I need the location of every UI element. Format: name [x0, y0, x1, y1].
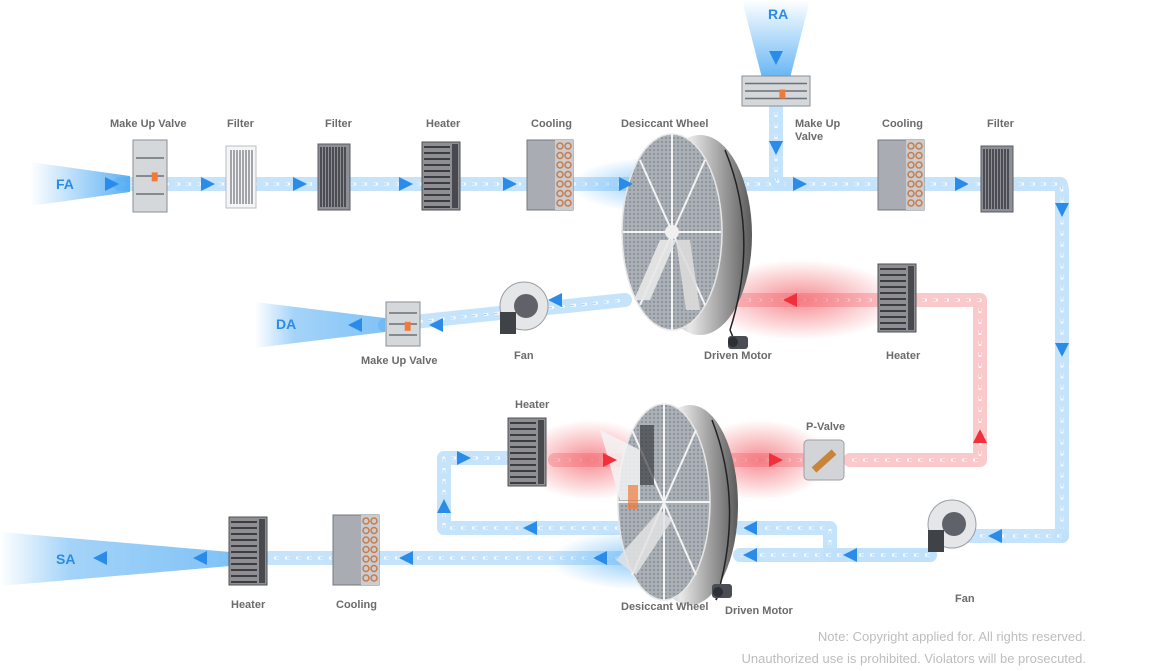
label-desiccant-wheel-top: Desiccant Wheel [621, 118, 709, 130]
sa-outlet-plume [0, 532, 230, 586]
cooling-icon-right [877, 139, 925, 211]
label-make-up-valve-da: Make Up Valve [361, 355, 438, 367]
heater-icon-middle [877, 263, 917, 333]
pipe-ra-drop [769, 83, 793, 191]
flow-arrow-right-icon [399, 177, 413, 191]
flow-arrow-right-icon [457, 451, 471, 465]
cooling-icon-top [526, 139, 574, 211]
flow-arrow-right-icon [793, 177, 807, 191]
flow-arrow-left-icon [193, 551, 207, 565]
hot-glow-upper [700, 260, 900, 340]
flow-arrow-left-icon [399, 551, 413, 565]
label-make-up-valve-top: Make Up Valve [110, 118, 187, 130]
flow-arrow-right-hot-icon [603, 453, 617, 467]
label-p-valve: P-Valve [806, 421, 846, 433]
label-cooling-right: Cooling [882, 118, 923, 130]
heater-icon-top [421, 141, 461, 211]
flow-arrow-left-icon [93, 551, 107, 565]
label-fan-middle: Fan [514, 350, 534, 362]
label-heater-middle: Heater [886, 350, 921, 362]
label-filter-2: Filter [325, 118, 352, 130]
make-up-valve-fa [132, 139, 168, 213]
label-driven-motor-top: Driven Motor [704, 350, 772, 362]
label-heater-top: Heater [426, 118, 461, 130]
driven-motor-top [728, 329, 748, 349]
fa-label: FA [56, 176, 74, 192]
flow-arrow-right-icon [503, 177, 517, 191]
flow-arrow-down-icon [1055, 343, 1069, 357]
label-cooling-top: Cooling [531, 118, 572, 130]
p-valve-icon [803, 439, 845, 481]
flow-arrow-left-icon [429, 318, 443, 332]
flow-arrow-up-icon [437, 499, 451, 513]
cooling-icon-bottom [332, 514, 380, 586]
heater-icon-bottom [228, 516, 268, 586]
flow-arrow-left-icon [593, 551, 607, 565]
flow-arrow-left-hot-icon [783, 293, 797, 307]
flow-arrow-right-hot-icon [769, 453, 783, 467]
flow-arrow-left-icon [743, 521, 757, 535]
label-fan-bottom: Fan [955, 593, 975, 605]
label-driven-motor-bottom: Driven Motor [725, 605, 793, 617]
flow-arrow-right-icon [955, 177, 969, 191]
make-up-valve-ra [741, 75, 811, 107]
flow-arrow-left-icon [348, 318, 362, 332]
desiccant-wheel-top [621, 133, 752, 335]
flow-arrow-down-icon [769, 51, 783, 65]
label-desiccant-wheel-bottom: Desiccant Wheel [621, 601, 709, 613]
label-make-up-valve-ra: Make Up Valve [795, 118, 841, 143]
flow-arrow-down-icon [769, 141, 783, 155]
flow-arrow-left-icon [843, 548, 857, 562]
label-heater-bottom: Heater [231, 599, 266, 611]
ra-label: RA [768, 6, 789, 22]
flow-arrow-left-icon [523, 521, 537, 535]
label-filter-right: Filter [987, 118, 1014, 130]
pipe-process-right [693, 177, 1069, 543]
label-filter-1: Filter [227, 118, 254, 130]
da-label: DA [276, 316, 297, 332]
copyright-note-line1: Note: Copyright applied for. All rights … [817, 629, 1086, 644]
sa-label: SA [56, 551, 76, 567]
fan-icon-middle [499, 281, 549, 334]
flow-arrow-right-icon [619, 177, 633, 191]
fan-icon-bottom [927, 499, 977, 552]
label-cooling-bottom: Cooling [336, 599, 377, 611]
flow-arrow-right-icon [201, 177, 215, 191]
heater-icon-regen [507, 417, 547, 487]
label-heater-regen: Heater [515, 399, 550, 411]
flow-arrow-left-icon [988, 529, 1002, 543]
filter-dark-icon [317, 143, 351, 211]
da-outlet-plume [255, 302, 385, 348]
driven-motor-bottom [712, 584, 732, 601]
filter-icon-right [980, 145, 1014, 213]
desiccant-wheel-bottom [600, 403, 738, 605]
flow-arrow-left-icon [743, 548, 757, 562]
flow-arrow-down-icon [1055, 203, 1069, 217]
copyright-note-line2: Unauthorized use is prohibited. Violator… [741, 651, 1086, 666]
make-up-valve-da [385, 301, 421, 347]
fa-inlet-plume [30, 162, 130, 206]
flow-arrow-up-hot-icon [973, 429, 987, 443]
flow-arrow-right-icon [293, 177, 307, 191]
ra-inlet-plume [742, 0, 810, 78]
filter-white-icon [225, 145, 257, 209]
flow-arrow-left-icon [548, 293, 562, 307]
flow-arrow-right-icon [105, 177, 119, 191]
